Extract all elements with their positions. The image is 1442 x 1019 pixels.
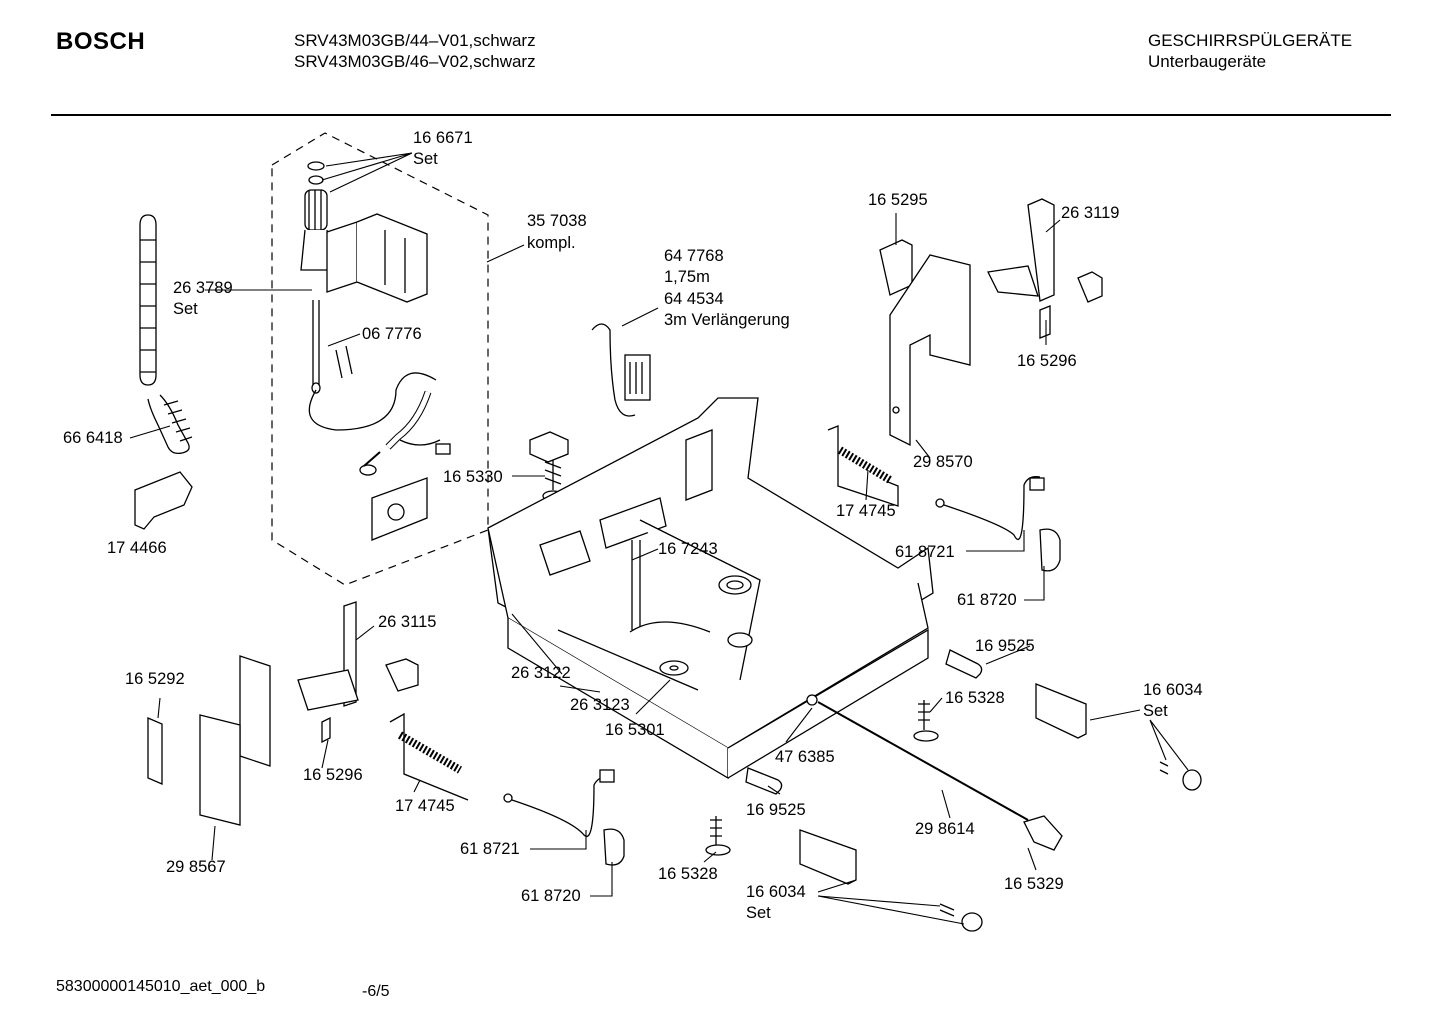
category-line-1: GESCHIRRSPÜLGERÄTE	[1148, 31, 1353, 50]
part-label-166034-right: 16 6034	[1143, 681, 1203, 699]
part-label-166671-set: Set	[413, 150, 438, 168]
part-label-166034-bottom: 16 6034	[746, 883, 806, 901]
part-label-357038: 35 7038	[527, 212, 587, 230]
part-label-298614: 29 8614	[915, 820, 975, 838]
base-tub-drawing	[487, 397, 934, 780]
part-label-169525-right: 16 9525	[975, 637, 1035, 655]
part-label-263789-set: Set	[173, 300, 198, 318]
part-label-067776: 06 7776	[362, 325, 422, 343]
part-label-263122: 26 3122	[511, 664, 571, 682]
hose-set-drawing	[139, 214, 193, 455]
mains-cable-drawing	[591, 323, 651, 417]
document-id: 58300000145010_aet_000_b	[56, 978, 266, 995]
right-bracket-drawing	[879, 198, 1103, 447]
part-label-165328-right: 16 5328	[945, 689, 1005, 707]
part-label-165296-top: 16 5296	[1017, 352, 1077, 370]
part-label-174745-left: 17 4745	[395, 797, 455, 815]
part-label-165301: 16 5301	[605, 721, 665, 739]
part-label-165329: 16 5329	[1004, 875, 1064, 893]
part-label-166671: 16 6671	[413, 129, 473, 147]
part-label-174745-top: 17 4745	[836, 502, 896, 520]
part-label-165296-left: 16 5296	[303, 766, 363, 784]
part-label-476385: 47 6385	[775, 748, 835, 766]
valve-assembly-drawing	[300, 161, 451, 541]
part-label-169525-bottom: 16 9525	[746, 801, 806, 819]
brand-logo: BOSCH	[56, 28, 146, 55]
part-label-647768: 64 7768	[664, 247, 724, 265]
part-label-174466: 17 4466	[107, 539, 167, 557]
screws-bottom-drawing	[705, 767, 983, 932]
part-label-647768-length: 1,75m	[664, 268, 710, 286]
header-divider	[51, 114, 1391, 116]
part-label-618720-right: 61 8720	[957, 591, 1017, 609]
clip-174466-drawing	[134, 471, 193, 530]
sensor-cable-right-drawing	[935, 476, 1061, 572]
category-line-2: Unterbaugeräte	[1148, 52, 1267, 71]
spring-174745-left-drawing	[389, 712, 469, 801]
part-label-166034-right-set: Set	[1143, 702, 1168, 720]
part-label-618720-bottom: 61 8720	[521, 887, 581, 905]
part-label-644534-sub: 3m Verlängerung	[664, 311, 790, 329]
part-label-263789: 26 3789	[173, 279, 233, 297]
part-label-263123: 26 3123	[570, 696, 630, 714]
appliance-category: GESCHIRRSPÜLGERÄTE Unterbaugeräte	[1148, 30, 1352, 72]
part-label-165295: 16 5295	[868, 191, 928, 209]
assembly-boundary	[271, 132, 489, 586]
page-number: -6/5	[362, 983, 390, 1000]
left-bracket-drawing	[147, 601, 419, 826]
part-label-357038-sub: kompl.	[527, 234, 576, 252]
rod-298614-drawing	[817, 701, 1029, 821]
part-label-298570: 29 8570	[913, 453, 973, 471]
model-numbers: SRV43M03GB/44–V01,schwarz SRV43M03GB/46–…	[294, 30, 536, 72]
part-label-165328-bottom: 16 5328	[658, 865, 718, 883]
part-label-165330: 16 5330	[443, 468, 503, 486]
part-label-298567: 29 8567	[166, 858, 226, 876]
leader-lines	[129, 152, 1189, 925]
part-label-618721-right: 61 8721	[895, 543, 955, 561]
part-label-263119: 26 3119	[1061, 204, 1120, 222]
screws-right-drawing	[913, 649, 1202, 791]
model-line-1: SRV43M03GB/44–V01,schwarz	[294, 31, 536, 50]
sensor-cable-bottom-drawing	[503, 769, 625, 866]
part-label-165292: 16 5292	[125, 670, 185, 688]
part-label-644534: 64 4534	[664, 290, 724, 308]
part-label-166034-bottom-set: Set	[746, 904, 771, 922]
part-label-167243: 16 7243	[658, 540, 718, 558]
model-line-2: SRV43M03GB/46–V02,schwarz	[294, 52, 536, 71]
spring-174745-top-drawing	[827, 425, 899, 507]
cap-165329-drawing	[1023, 815, 1063, 851]
part-label-666418: 66 6418	[63, 429, 123, 447]
part-label-263115: 26 3115	[378, 613, 437, 631]
part-label-618721-bottom: 61 8721	[460, 840, 520, 858]
